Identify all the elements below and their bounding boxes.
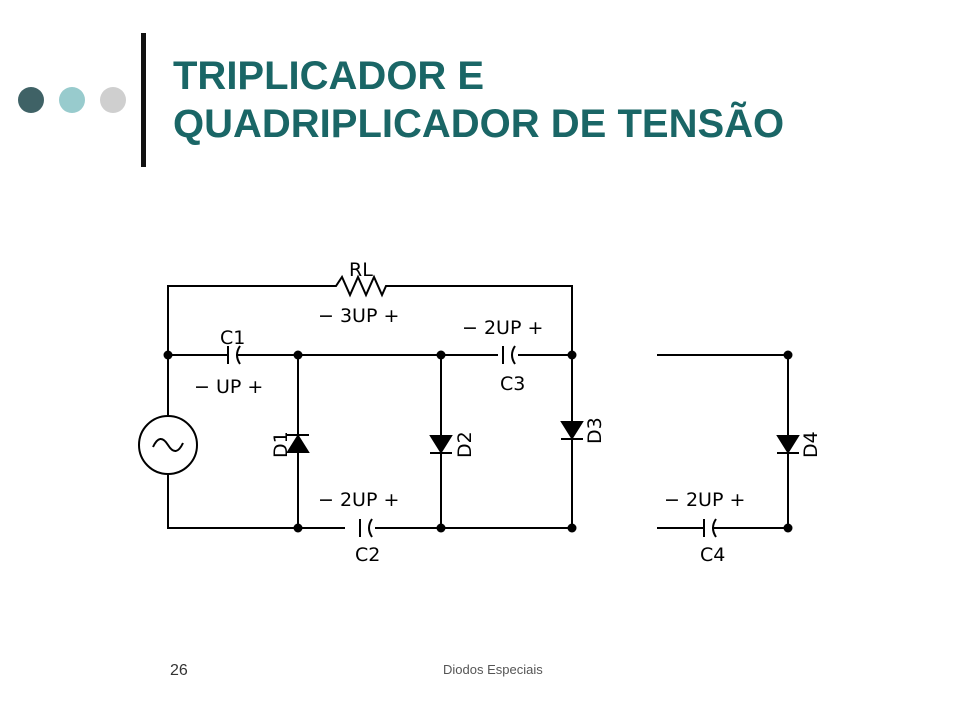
title-line-2: QUADRIPLICADOR DE TENSÃO	[173, 102, 785, 146]
c3-label: C3	[500, 373, 525, 395]
rl-label: RL	[349, 259, 373, 281]
title-divider	[141, 33, 146, 167]
dot-light	[59, 87, 85, 113]
capacitor-c1	[227, 345, 241, 365]
diode-d1	[286, 434, 310, 453]
junction-dots	[163, 350, 793, 533]
c4-voltage-label: − 2UP +	[664, 489, 745, 511]
dot-gray	[100, 87, 126, 113]
slide-title: TRIPLICADOR E QUADRIPLICADOR DE TENSÃO	[173, 52, 784, 148]
c1-voltage-label: − UP +	[194, 376, 263, 398]
sine-wave-icon	[152, 438, 184, 452]
c2-voltage-label: − 2UP +	[318, 489, 399, 511]
slide-number: 26	[170, 662, 188, 679]
capacitor-c2	[359, 518, 373, 538]
c3-voltage-label: − 2UP +	[462, 317, 543, 339]
bottom-rail-wire	[167, 355, 572, 529]
c4-label: C4	[700, 544, 725, 566]
rl-voltage-label: − 3UP +	[318, 305, 399, 327]
c1-label: C1	[220, 327, 245, 349]
d1-label: D1	[270, 431, 292, 458]
title-line-1: TRIPLICADOR E	[173, 54, 485, 98]
capacitor-c4	[703, 518, 717, 538]
d2-label: D2	[454, 431, 476, 458]
decorative-dots	[18, 87, 128, 115]
ac-source	[138, 415, 198, 475]
dot-dark	[18, 87, 44, 113]
diode-d2	[429, 435, 453, 454]
rl-branch-wire	[167, 274, 573, 355]
slide-footer: Diodos Especiais	[443, 662, 543, 677]
diode-d4	[776, 435, 800, 454]
capacitor-c3	[502, 345, 516, 365]
c2-label: C2	[355, 544, 380, 566]
d3-label: D3	[584, 417, 606, 444]
diode-d3	[560, 421, 584, 440]
d4-label: D4	[800, 431, 822, 458]
